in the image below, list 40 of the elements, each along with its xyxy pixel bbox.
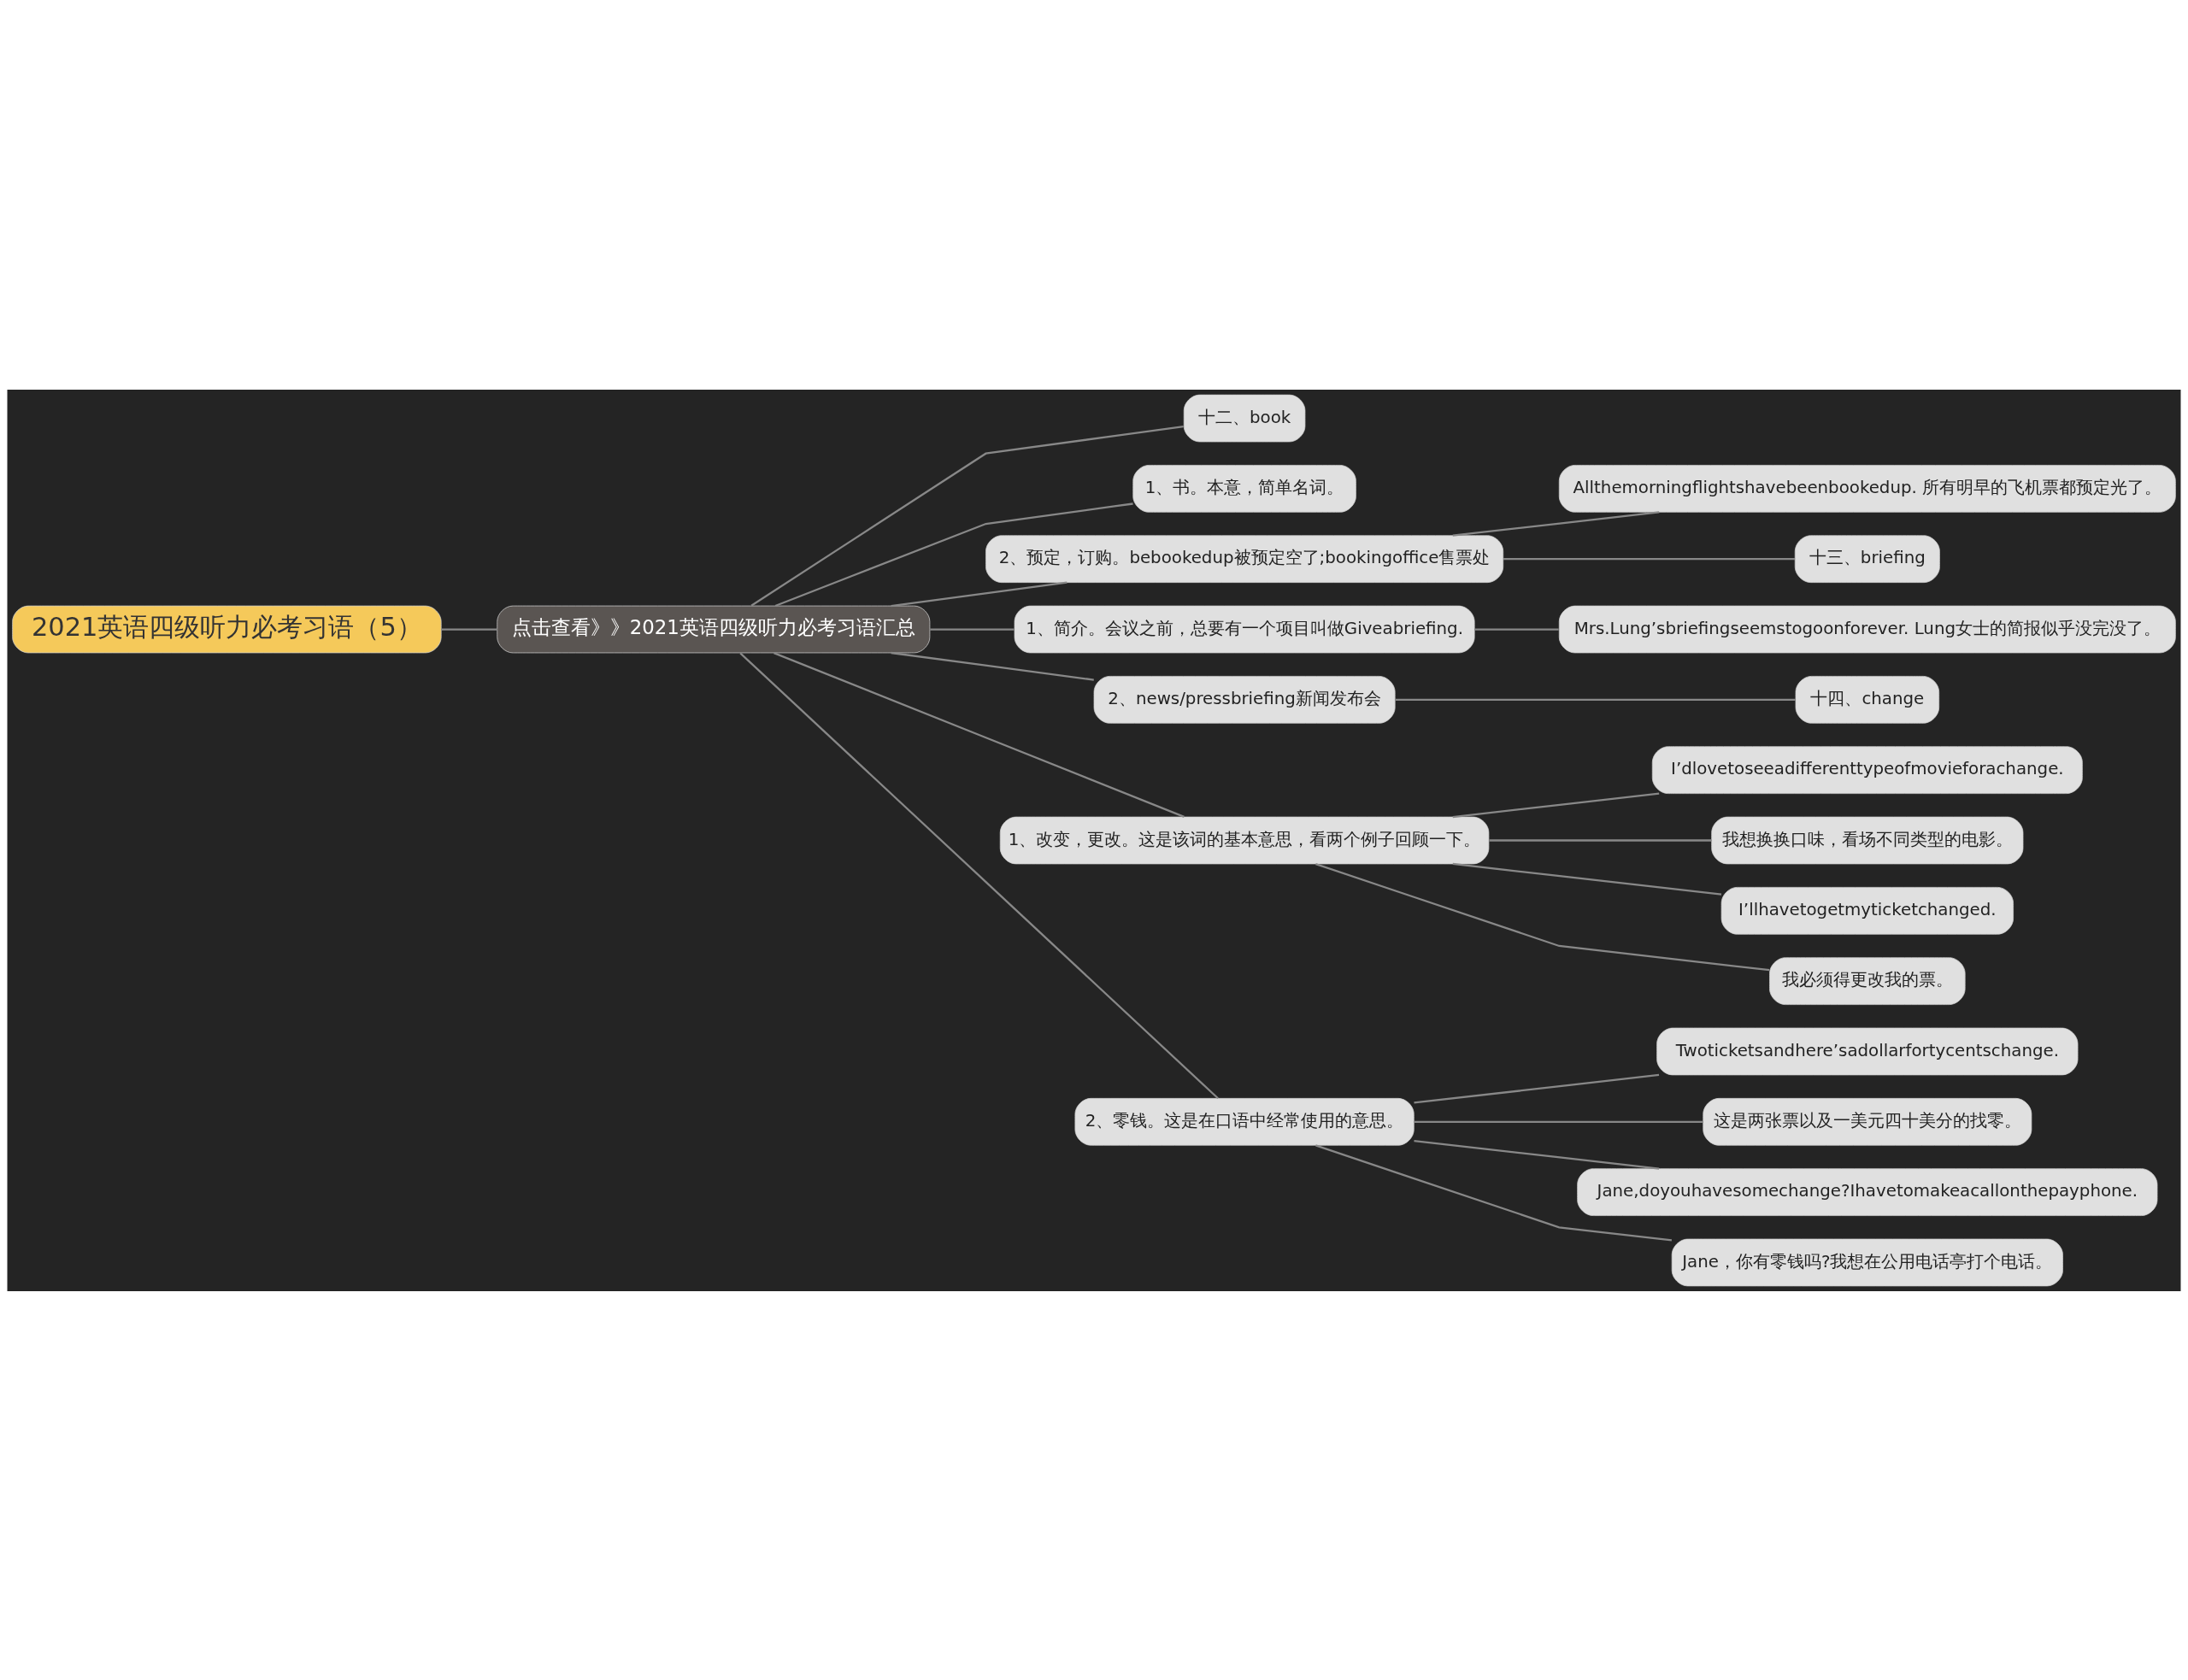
node-box: 十三、briefing	[1794, 534, 1940, 583]
node-box: 2、预定，订购。bebookedup被预定空了;bookingoffice售票处	[985, 534, 1504, 583]
node-box: 我必须得更改我的票。	[1769, 956, 1966, 1005]
node-box: 2021英语四级听力必考习语（5）	[12, 605, 442, 653]
node-box: 这是两张票以及一美元四十美分的找零。	[1703, 1097, 2032, 1146]
connector	[891, 651, 1094, 681]
connector	[1414, 1120, 1703, 1123]
node-box: 十四、change	[1795, 675, 1940, 724]
connector	[1489, 838, 1712, 842]
connector	[773, 651, 1185, 818]
node-box: Jane，你有零钱吗?我想在公用电话亭打个电话。	[1671, 1238, 2063, 1286]
node-box: 2、news/pressbriefing新闻发布会	[1093, 675, 1396, 724]
connector	[441, 627, 497, 631]
connector	[1414, 1139, 1660, 1170]
node-box: 1、改变，更改。这是该词的基本意思，看两个例子回顾一下。	[999, 816, 1490, 864]
node-box: Twoticketsandhere’sadollarfortycentschange.	[1656, 1027, 2079, 1075]
node-box: 点击查看》》2021英语四级听力必考习语汇总	[497, 605, 931, 653]
connector	[1315, 1143, 1673, 1242]
connector	[1452, 862, 1722, 896]
connector	[1414, 1073, 1660, 1104]
connector	[1395, 698, 1796, 701]
node-box: 1、简介。会议之前，总要有一个项目叫做Giveabriefing.	[1014, 605, 1475, 653]
connector	[1452, 510, 1660, 537]
connector	[750, 425, 1184, 607]
node-box: Mrs.Lung’sbriefingseemstogoonforever. Lung女士的简报似乎没完没了。	[1558, 605, 2176, 653]
connector	[1315, 862, 1770, 971]
node-box: Jane,doyouhavesomechange?Ihavetomakeacallonthepayphone.	[1577, 1167, 2158, 1216]
node-box: 2、零钱。这是在口语中经常使用的意思。	[1074, 1097, 1415, 1146]
connector	[1452, 792, 1660, 818]
connector	[739, 651, 1219, 1099]
node-box: I’llhavetogetmyticketchanged.	[1720, 886, 2014, 935]
connector	[1503, 557, 1796, 560]
connector	[930, 627, 1015, 631]
node-box: 1、书。本意，简单名词。	[1132, 464, 1356, 513]
connector	[1474, 627, 1559, 631]
connector	[774, 502, 1133, 607]
node-box: 我想换换口味，看场不同类型的电影。	[1711, 816, 2024, 864]
node-box: I’dlovetoseeadifferenttypeofmovieforachange.	[1651, 745, 2083, 794]
node-box: Allthemorningflightshavebeenbookedup. 所有明早的飞机票都预定光了。	[1558, 464, 2176, 513]
node-box: 十二、book	[1183, 394, 1306, 442]
